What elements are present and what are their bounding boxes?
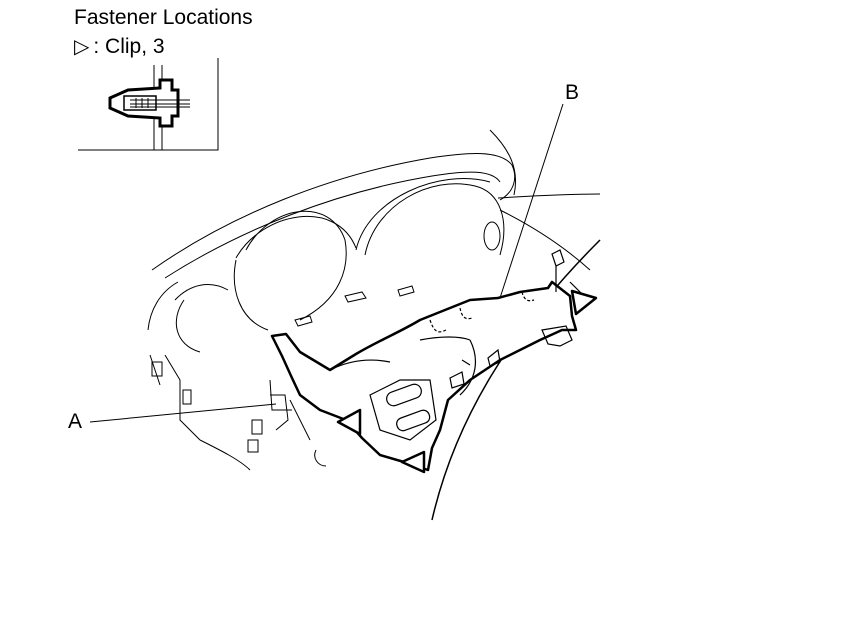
callout-label-a: A	[68, 410, 83, 433]
leader-line-a	[89, 403, 277, 423]
diagram-title: Fastener Locations	[74, 6, 253, 29]
legend: ▷: Clip, 3	[74, 35, 165, 59]
leader-lines	[89, 103, 564, 423]
clip-detail-inset	[78, 58, 219, 151]
clip-marker-1	[570, 289, 598, 316]
clip-location-markers	[336, 289, 598, 474]
callout-label-b: B	[565, 81, 580, 104]
dashboard-outline	[147, 129, 601, 521]
clip-marker-2	[336, 408, 362, 436]
clip-triangle-icon: ▷	[74, 36, 90, 58]
finish-panel-details	[329, 249, 585, 441]
clip-marker-3	[400, 450, 426, 474]
leader-line-b	[499, 103, 564, 299]
finish-panel-part-b	[270, 280, 578, 472]
legend-text: : Clip, 3	[93, 35, 165, 58]
